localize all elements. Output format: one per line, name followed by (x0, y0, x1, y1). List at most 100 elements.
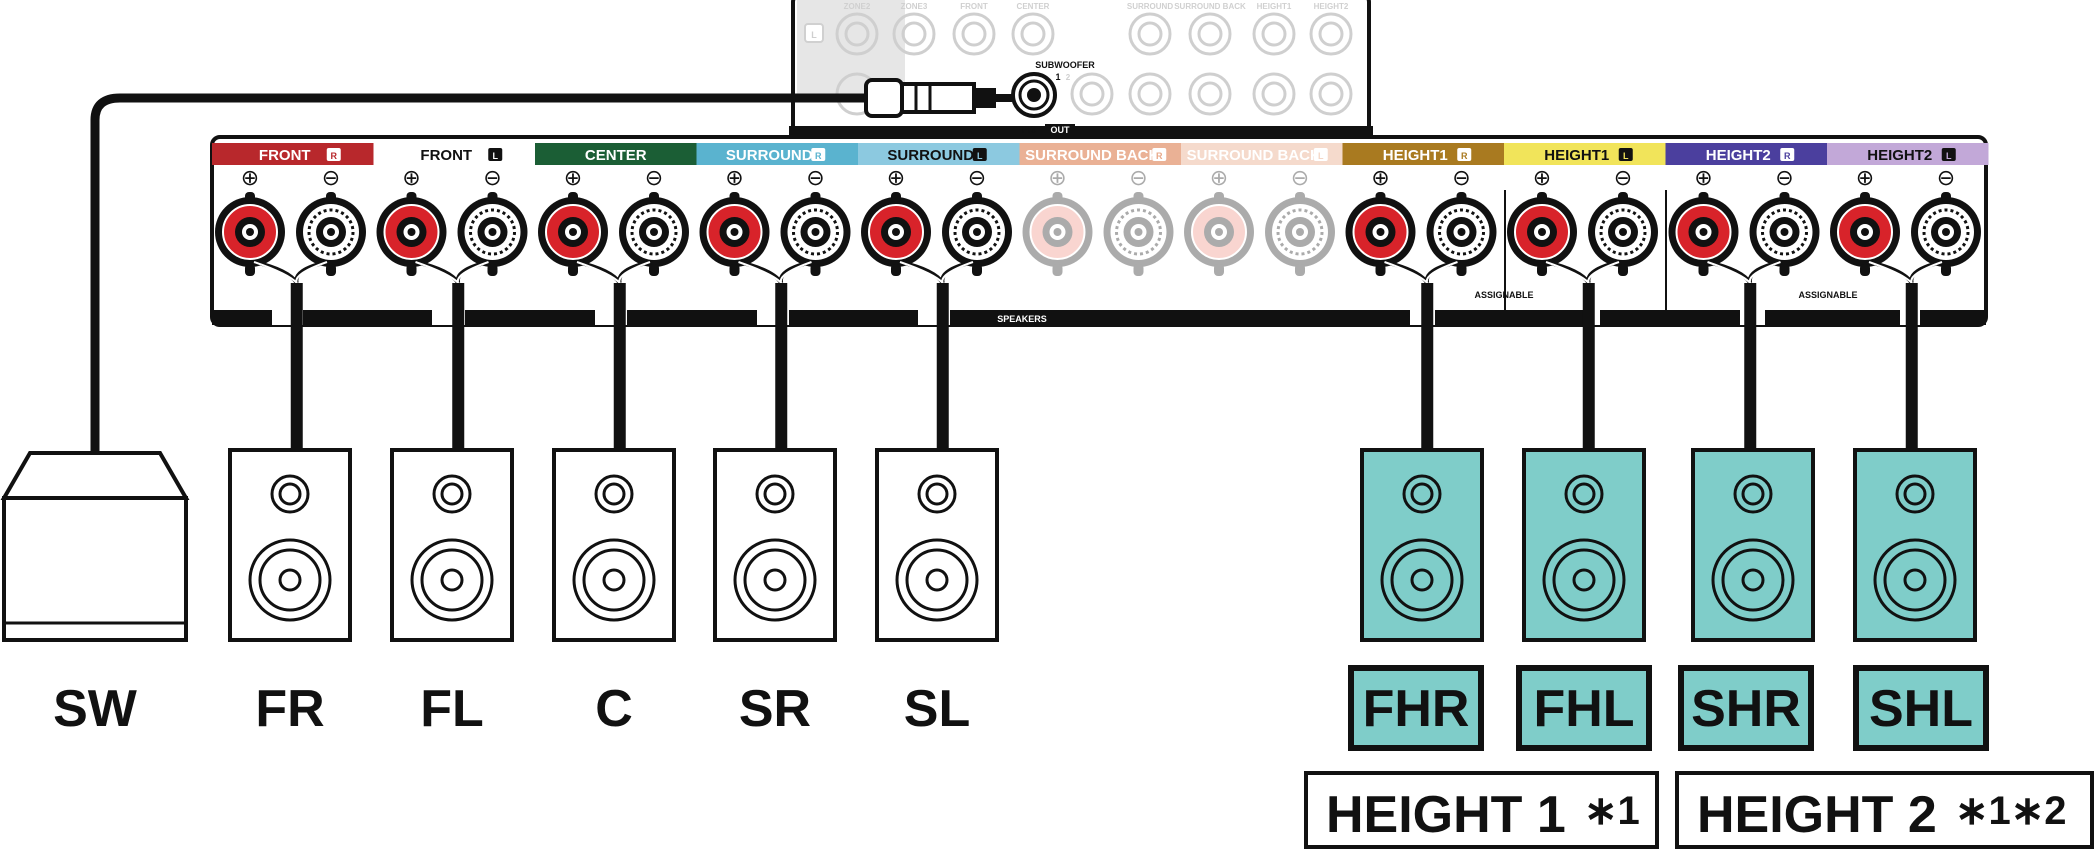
terminal-side-label: R (1156, 151, 1163, 161)
rca-plug (864, 78, 1012, 118)
terminal-pair-5: ⊕⊖ (1022, 165, 1174, 276)
height2-group-note: ∗1∗2 (1955, 789, 2067, 833)
subwoofer-1-label: 1 (1055, 72, 1060, 82)
speaker-label-fl: FL (420, 680, 484, 738)
minus-symbol: ⊖ (1775, 165, 1793, 190)
terminal-side-badge (1618, 148, 1633, 161)
out-label: OUT (1051, 125, 1071, 135)
zone2-label: ZONE2 (844, 2, 871, 11)
surround-back-preout-label: SURROUND BACK (1174, 2, 1246, 11)
terminal-pair-0: ⊕⊖ (215, 165, 366, 285)
terminal-side-badge (488, 148, 503, 161)
subwoofer-label: SUBWOOFER (1035, 60, 1095, 70)
terminal-pair-9: ⊕⊖ (1668, 165, 1820, 285)
terminal-side-label: R (1461, 151, 1468, 161)
plus-symbol: ⊕ (241, 165, 259, 190)
terminal-header-0: FRONT R (212, 143, 374, 165)
terminal-pair-6: ⊕⊖ (1184, 165, 1335, 276)
speaker-c (552, 448, 676, 642)
speaker-label-c: C (595, 680, 633, 738)
center-preout-label: CENTER (1017, 2, 1050, 11)
speakers-label: SPEAKERS (997, 314, 1047, 324)
speaker-fhr (1360, 448, 1484, 642)
speakers (228, 448, 1977, 642)
speaker-shl (1853, 448, 1977, 642)
minus-post (1103, 197, 1174, 267)
terminal-header-9: HEIGHT2 R (1665, 143, 1827, 165)
terminal-name-label: FRONT (259, 147, 311, 164)
height2-preout-label: HEIGHT2 (1314, 2, 1349, 11)
speaker-fr (228, 448, 352, 642)
speaker-label-shr: SHR (1691, 680, 1801, 738)
plus-symbol: ⊕ (1210, 165, 1228, 190)
terminal-header-8: HEIGHT1 L (1504, 143, 1666, 165)
surround-preout-label: SURROUND (1127, 2, 1173, 11)
minus-symbol: ⊖ (1937, 165, 1955, 190)
terminal-name-label: SURROUND (887, 147, 974, 164)
height1-group-label: HEIGHT 1 (1326, 786, 1566, 844)
terminal-header-1: FRONT L (373, 143, 535, 165)
preout-jacks (835, 12, 1353, 116)
terminal-side-badge (326, 148, 341, 161)
minus-post (1265, 197, 1335, 267)
minus-symbol: ⊖ (322, 165, 340, 190)
terminal-pair-7: ⊕⊖ (1345, 165, 1497, 285)
terminal-name-label: HEIGHT1 (1544, 147, 1609, 164)
minus-symbol: ⊖ (968, 165, 986, 190)
height-group-1: HEIGHT 1 ∗1 (1304, 771, 1659, 849)
pre-label: PRE (1021, 125, 1040, 135)
terminal-side-badge (1457, 148, 1472, 161)
minus-symbol: ⊖ (483, 165, 501, 190)
label-box-fhl (1516, 665, 1652, 751)
terminal-side-label: L (977, 151, 983, 161)
terminal-pair-4: ⊕⊖ (861, 165, 1012, 285)
speaker-label-sl: SL (904, 680, 970, 738)
speaker-shr (1691, 448, 1815, 642)
terminal-side-badge (1152, 148, 1167, 161)
terminal-side-label: L (1623, 151, 1629, 161)
speaker-label-fhr: FHR (1363, 680, 1470, 738)
terminal-name-label: HEIGHT2 (1706, 147, 1771, 164)
terminal-name-label: HEIGHT2 (1867, 147, 1932, 164)
assignable-label-height1: ASSIGNABLE (1474, 290, 1533, 300)
height1-group-note: ∗1 (1584, 789, 1640, 833)
plus-symbol: ⊕ (1533, 165, 1551, 190)
label-box-shl (1853, 665, 1989, 751)
speaker-fhl (1522, 448, 1646, 642)
plus-symbol: ⊕ (564, 165, 582, 190)
zone3-label: ZONE3 (901, 2, 928, 11)
speaker-label-fhl: FHL (1533, 680, 1634, 738)
zone-channel-l: L (811, 30, 817, 40)
terminal-side-badge (1941, 148, 1956, 161)
height1-preout-label: HEIGHT1 (1257, 2, 1292, 11)
terminal-side-label: L (493, 151, 499, 161)
speaker-label-sw: SW (53, 680, 138, 738)
terminal-name-label: SURROUND BACK (1025, 147, 1159, 164)
speaker-label-sr: SR (739, 680, 811, 738)
terminal-name-label: CENTER (585, 147, 647, 164)
subwoofer-box (0, 451, 190, 642)
subwoofer-jack (1011, 72, 1057, 118)
terminal-name-label: FRONT (420, 147, 472, 164)
terminal-side-label: R (331, 151, 338, 161)
plus-symbol: ⊕ (1856, 165, 1874, 190)
terminal-side-badge (811, 148, 826, 161)
terminal-side-label: L (1946, 151, 1952, 161)
speaker-fl (390, 448, 514, 642)
speaker-sl (875, 448, 999, 642)
terminal-pair-3: ⊕⊖ (699, 165, 851, 285)
plus-symbol: ⊕ (1048, 165, 1066, 190)
subwoofer-2-label: 2 (1066, 73, 1071, 82)
terminal-name-label: SURROUND BACK (1187, 147, 1321, 164)
minus-symbol: ⊖ (1129, 165, 1147, 190)
minus-symbol: ⊖ (806, 165, 824, 190)
terminal-side-label: R (1784, 151, 1791, 161)
plus-symbol: ⊕ (1371, 165, 1389, 190)
terminal-side-badge (1780, 148, 1795, 161)
terminal-side-label: R (815, 151, 822, 161)
